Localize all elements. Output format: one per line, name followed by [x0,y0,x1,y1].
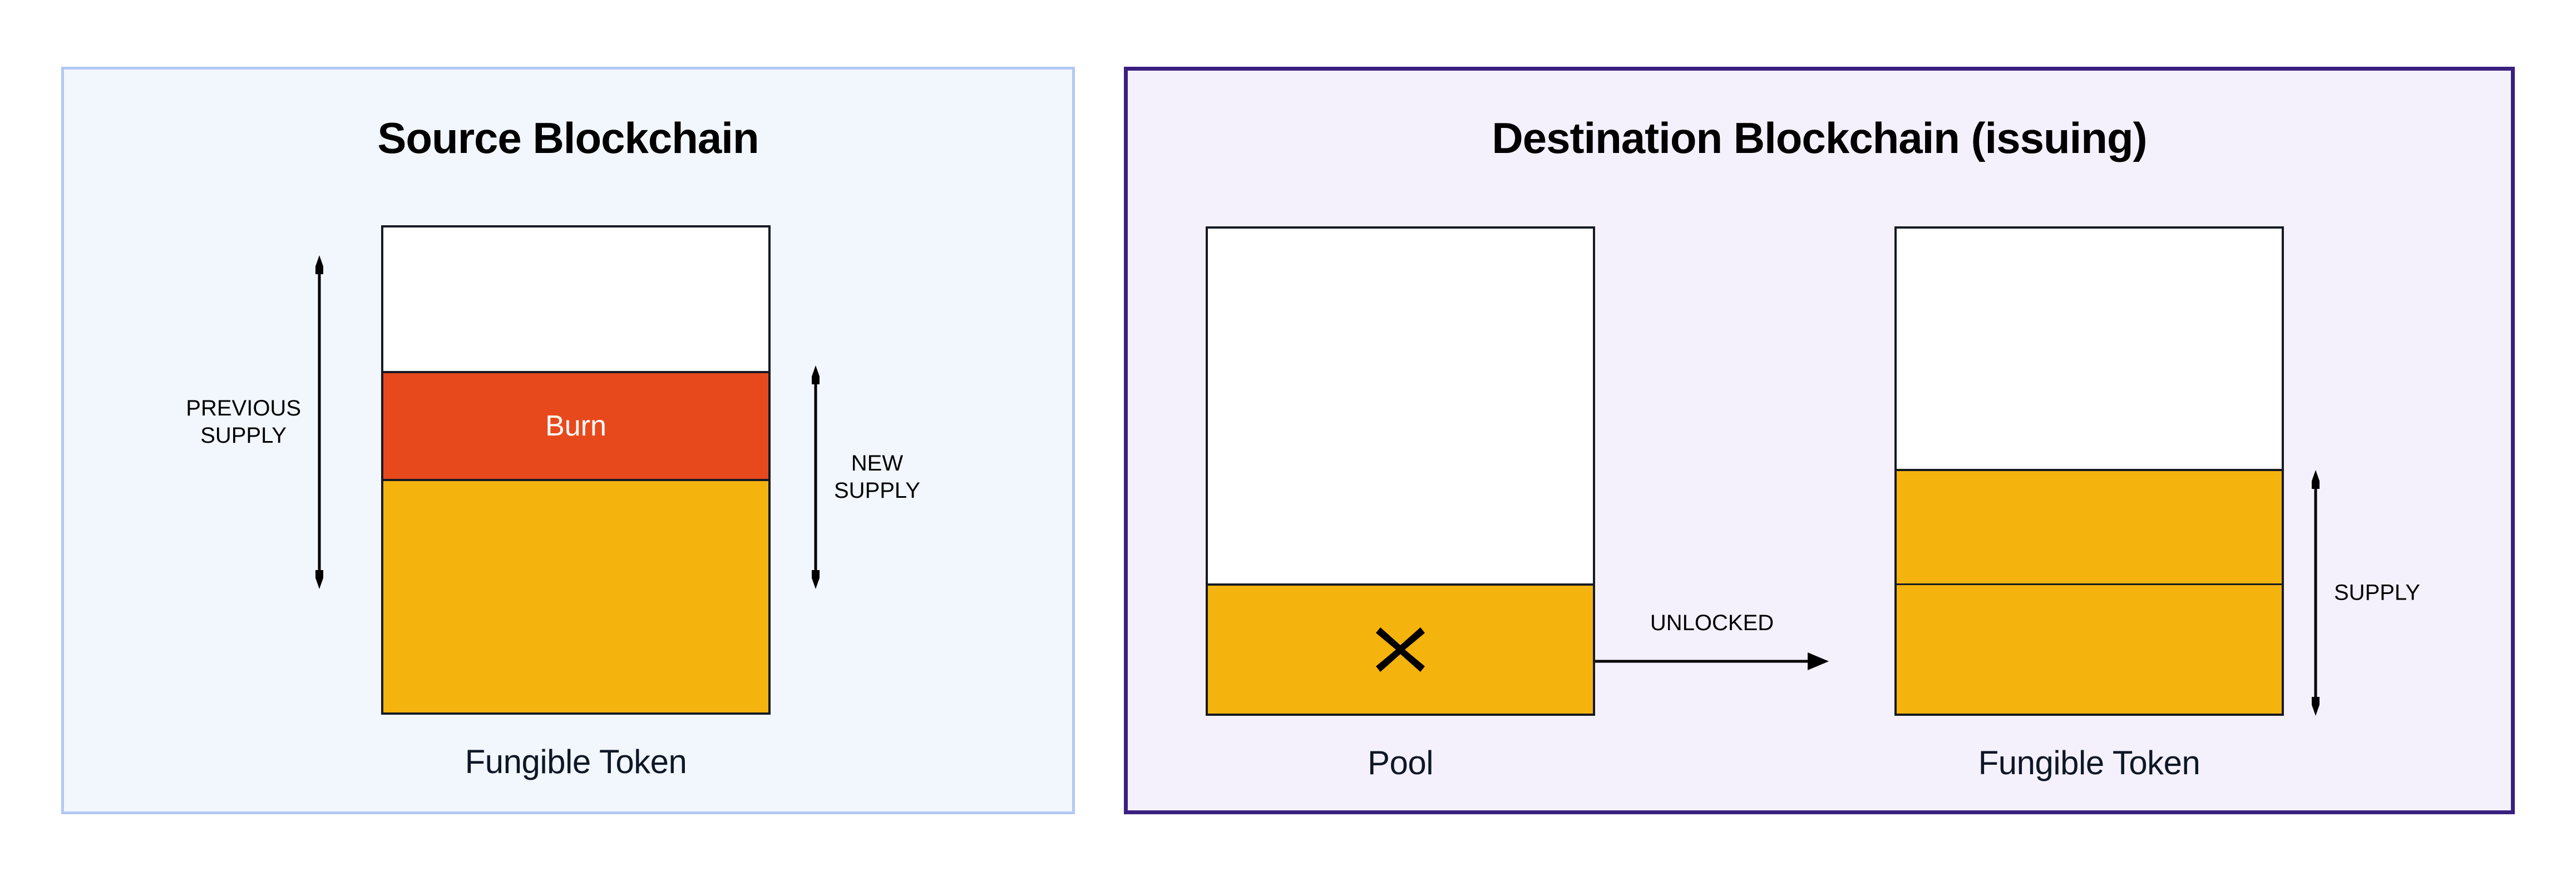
source-token-bar-group: Burn Fungible Token [381,225,771,780]
dest-token-bar [1894,226,2284,716]
dest-segment-empty-headroom [1897,229,2282,469]
source-segment-empty-headroom [383,227,768,371]
pool-bar-group: Pool [1206,226,1595,781]
source-token-bar: Burn [381,225,771,715]
unlocked-flow-arrow: UNLOCKED [1595,611,1829,672]
measure-supply-label: SUPPLY [2334,580,2420,605]
source-segment-remaining-supply [383,481,768,712]
measure-previous-supply-label: PREVIOUS SUPPLY [186,396,301,448]
source-panel-title: Source Blockchain [377,113,759,162]
dest-segment-minted-upper [1897,469,2282,583]
burn-label: Burn [545,410,606,442]
source-blockchain-panel: Source Blockchain Burn Fungible Token PR… [61,67,1075,814]
source-segment-burn: Burn [383,371,768,481]
measure-supply: SUPPLY [2312,470,2420,716]
pool-bar-caption: Pool [1367,744,1434,781]
dest-token-bar-group: Fungible Token [1894,226,2284,781]
measure-new-supply: NEW SUPPLY [812,365,920,589]
source-token-bar-caption: Fungible Token [465,743,687,780]
unlocked-flow-label: UNLOCKED [1650,611,1774,635]
destination-blockchain-panel: Destination Blockchain (issuing) Pool [1124,67,2515,814]
pool-bar [1206,226,1595,716]
measure-new-supply-label: NEW SUPPLY [834,451,920,503]
pool-segment-empty [1208,229,1593,583]
measure-previous-supply: PREVIOUS SUPPLY [186,255,323,589]
x-mark-icon [1374,623,1427,676]
dest-token-bar-caption: Fungible Token [1978,744,2200,781]
dest-segment-minted-lower [1897,583,2282,714]
destination-panel-title: Destination Blockchain (issuing) [1492,113,2147,162]
pool-segment-locked [1208,583,1593,714]
